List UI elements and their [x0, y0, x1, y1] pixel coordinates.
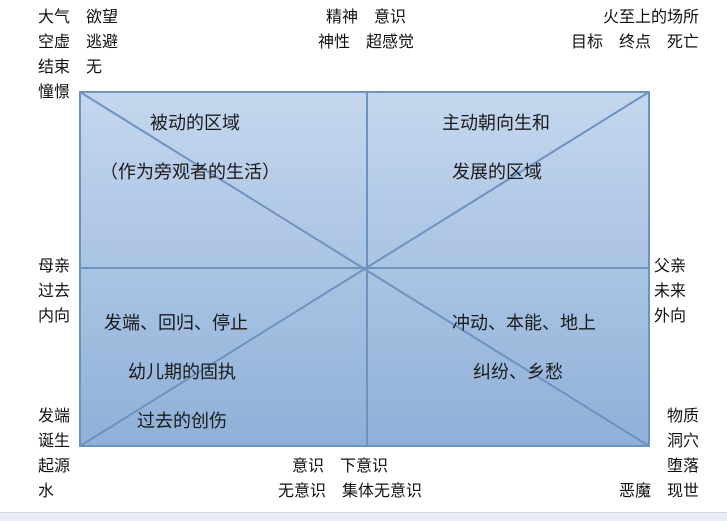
mid-right-labels: 父亲 未来 外向 [654, 253, 686, 328]
bottom-left-labels: 发端 诞生 起源 水 [38, 403, 70, 503]
top-right-labels: 火至上的场所 目标 终点 死亡 [571, 4, 699, 54]
bc-line: 意识 下意识 [292, 456, 389, 475]
bl-line: 起源 [38, 456, 71, 475]
br-line: 恶魔 现世 [618, 481, 699, 500]
br-line: 物质 [666, 406, 699, 425]
tl-line: 空虚 逃避 [38, 32, 119, 51]
quadrant-lower-left-line-1: 发端、回归、停止 [104, 313, 248, 334]
bl-line: 诞生 [38, 431, 71, 450]
tl-line: 憧憬 [38, 82, 71, 101]
tc-line: 神性 超感觉 [318, 32, 415, 51]
tr-line: 目标 终点 死亡 [570, 32, 699, 51]
quadrant-lower-left-line-2: 幼儿期的固执 [128, 362, 236, 383]
mr-line: 外向 [654, 306, 687, 325]
mr-line: 父亲 [654, 256, 687, 275]
tr-line: 火至上的场所 [602, 7, 699, 26]
quadrant-lower-right-line-2: 纠纷、乡愁 [473, 362, 563, 383]
quadrant-upper-right-line-1: 主动朝向生和 [442, 113, 550, 134]
tc-line: 精神 意识 [326, 7, 407, 26]
tl-line: 结束 无 [38, 57, 103, 76]
quadrant-upper-left-line-2: （作为旁观者的生活） [100, 162, 280, 183]
top-center-labels: 精神 意识 神性 超感觉 [318, 4, 414, 54]
bc-line: 无意识 集体无意识 [278, 481, 423, 500]
ml-line: 过去 [38, 281, 71, 300]
ml-line: 母亲 [38, 256, 71, 275]
ml-line: 内向 [38, 306, 71, 325]
bottom-center-labels: 意识 下意识 无意识 集体无意识 [278, 453, 422, 503]
tl-line: 大气 欲望 [38, 7, 119, 26]
br-line: 堕落 [666, 456, 699, 475]
quadrant-upper-left-line-1: 被动的区域 [150, 113, 240, 134]
window-bottom-strip [0, 512, 727, 521]
quadrant-lower-right-line-1: 冲动、本能、地上 [452, 313, 596, 334]
quadrant-lower-left-line-3: 过去的创伤 [137, 411, 227, 432]
top-left-labels: 大气 欲望 空虚 逃避 结束 无 憧憬 [38, 4, 118, 104]
quadrant-upper-right-line-2: 发展的区域 [452, 162, 542, 183]
br-line: 洞穴 [666, 431, 699, 450]
bl-line: 水 [38, 481, 55, 500]
mr-line: 未来 [654, 281, 687, 300]
mid-left-labels: 母亲 过去 内向 [38, 253, 70, 328]
bl-line: 发端 [38, 406, 71, 425]
bottom-right-labels: 物质 洞穴 堕落 恶魔 现世 [619, 403, 699, 503]
